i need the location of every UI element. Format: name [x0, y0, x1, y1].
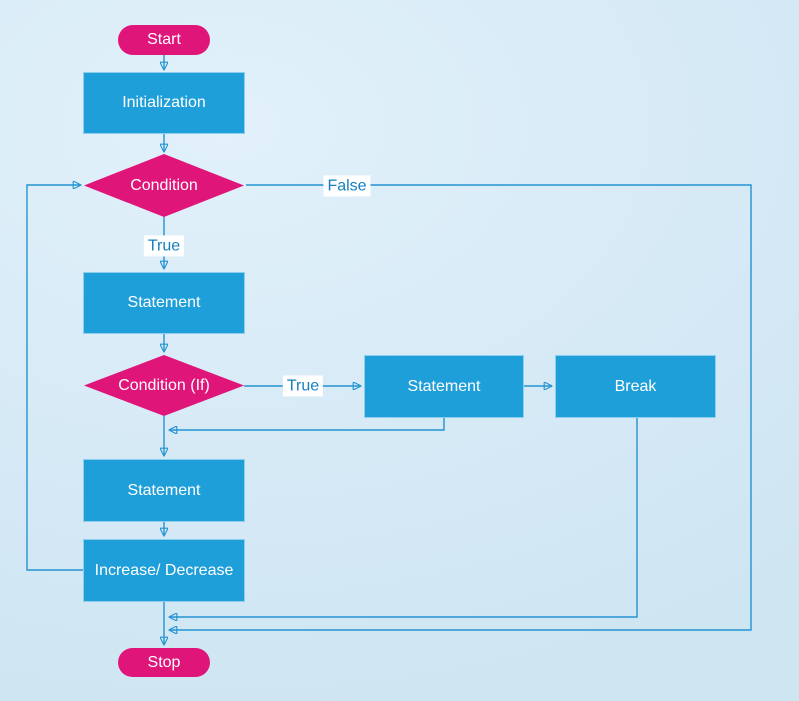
node-statement-1-label: Statement	[127, 294, 201, 311]
edge-condition-false-to-stop	[170, 184, 752, 630]
node-statement-2: Statement	[83, 459, 245, 522]
node-break-label: Break	[614, 377, 657, 395]
node-statement-1: Statement	[83, 272, 245, 334]
node-initialization: Initialization	[83, 72, 245, 134]
node-statement-2-label: Statement	[127, 481, 201, 499]
node-start-label: Start	[147, 31, 181, 48]
edge-label-condition-false: False	[323, 175, 371, 197]
node-stop-label: Stop	[147, 653, 181, 671]
node-break: Break	[555, 355, 716, 418]
node-increase-decrease: Increase/ Decrease	[83, 539, 245, 602]
node-condition-if-label: Condition (If)	[118, 376, 210, 394]
node-start: Start	[118, 25, 210, 55]
node-initialization-label: Initialization	[122, 94, 206, 111]
node-condition-label: Condition	[130, 176, 198, 194]
node-stop: Stop	[118, 648, 210, 677]
edge-statement-right-return	[170, 418, 445, 430]
edge-increase-decrease-loop-to-condition	[26, 185, 83, 571]
edge-label-condition-true: True	[143, 235, 185, 257]
edge-break-to-stop	[170, 418, 638, 617]
node-statement-right: Statement	[364, 355, 524, 418]
edge-label-condition-if-true: True	[282, 375, 324, 397]
node-increase-decrease-label: Increase/ Decrease	[94, 561, 234, 579]
node-statement-right-label: Statement	[407, 377, 481, 395]
